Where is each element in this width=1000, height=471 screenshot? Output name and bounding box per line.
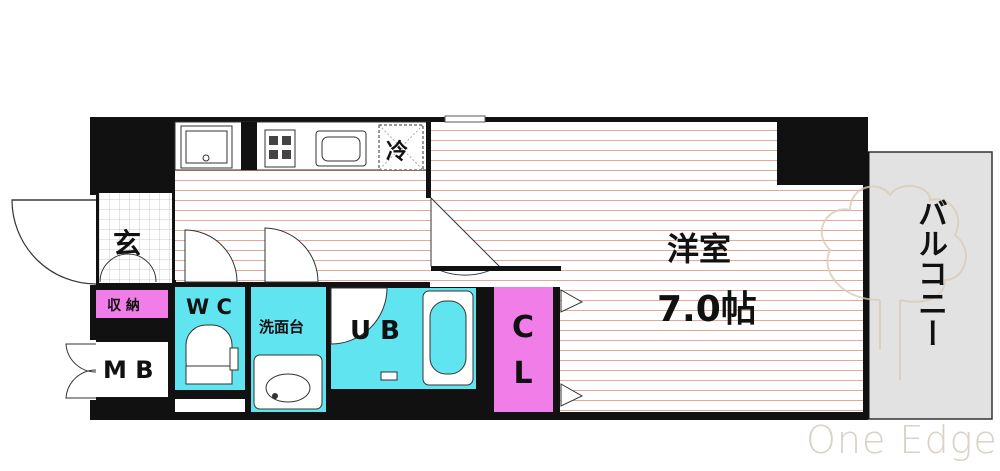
washroom-label: 洗面台 (259, 318, 305, 336)
storage-label: 収 納 (107, 298, 140, 314)
closet-label: C L (511, 310, 535, 391)
closet (494, 287, 553, 412)
washroom-door (264, 227, 319, 283)
front-door (11, 199, 97, 285)
meter-box-label: M B (103, 356, 154, 384)
balcony-label: バルコニー (912, 198, 947, 348)
wc-door (184, 229, 238, 283)
watermark-logo: One Edge (806, 418, 998, 462)
entrance-floor (97, 193, 172, 283)
wc-label: W C (186, 295, 232, 319)
tree-watermark-icon (820, 185, 967, 380)
meter-box (96, 342, 168, 397)
stove (264, 129, 296, 168)
room-size-label: 7.0帖 (657, 289, 757, 330)
refrigerator-label: 冷 (386, 140, 409, 165)
room-type-label: 洋室 (667, 230, 732, 268)
entrance-label: 玄 (113, 227, 142, 260)
bath-door (330, 287, 388, 345)
storage-closet (96, 290, 168, 318)
washing-machine-space (180, 125, 233, 169)
western-room-floor (560, 185, 863, 412)
window (444, 115, 486, 123)
unit-bath-label: U B (350, 316, 400, 346)
